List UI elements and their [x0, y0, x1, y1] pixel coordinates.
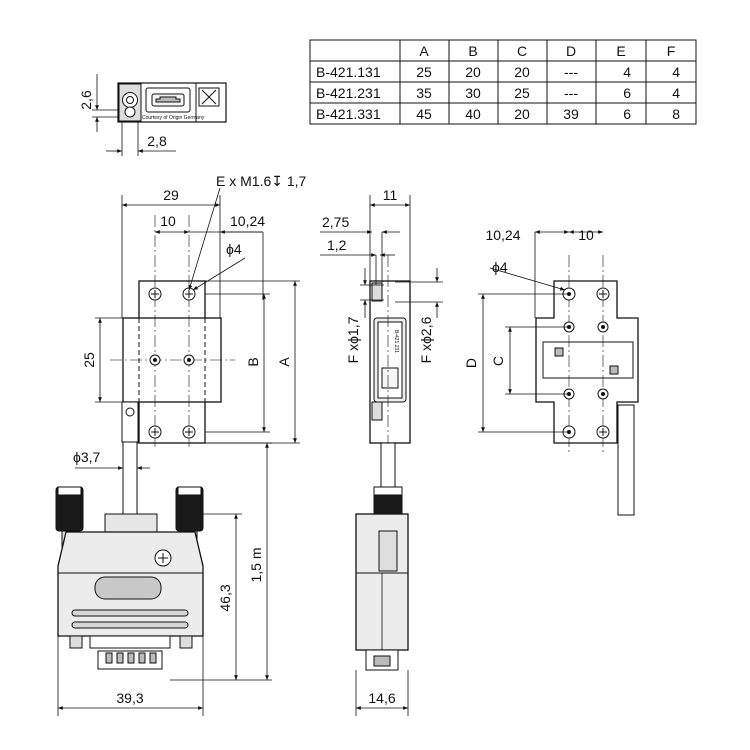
side-plug-width: 14,6 [368, 690, 395, 706]
front-plug-height: 46,3 [217, 584, 233, 611]
top-view [117, 82, 227, 123]
front-dim-b: B [245, 357, 261, 366]
top-view-dimensions [92, 74, 176, 156]
back-dim-c: C [490, 356, 506, 366]
front-dim-offset: 10,24 [230, 213, 265, 229]
table-cell: 30 [465, 85, 481, 101]
table-cell: 4 [672, 64, 680, 80]
table-header-f: F [667, 43, 676, 59]
table-cell: 4 [672, 85, 680, 101]
table-cell: 6 [623, 106, 631, 122]
front-dim-width: 29 [163, 187, 179, 203]
front-dim-a: A [276, 357, 292, 367]
front-view-cable [122, 441, 138, 517]
table-cell: 45 [416, 106, 432, 122]
side-view-cable [380, 442, 396, 489]
side-view-block [369, 255, 411, 470]
table-cell: B-421.331 [316, 106, 381, 122]
front-cable-dia: ϕ3,7 [73, 449, 101, 465]
table-header-e: E [616, 43, 625, 59]
table-cell: 35 [416, 85, 432, 101]
front-view-dimensions [57, 187, 300, 716]
side-dim-b: 1,2 [327, 237, 347, 253]
table-cell: 25 [416, 64, 432, 80]
back-view-dimensions [478, 230, 603, 433]
front-thread-label: E x M1.6↧ 1,7 [216, 173, 307, 189]
front-view-screws [125, 287, 196, 439]
back-dim-spacing: 10 [578, 227, 594, 243]
table-header-a: A [419, 43, 429, 59]
table-cell: B-421.231 [316, 85, 381, 101]
table-header-d: D [566, 43, 576, 59]
table-cell: 20 [514, 64, 530, 80]
table-cell: 40 [465, 106, 481, 122]
front-plug-width: 39,3 [116, 690, 143, 706]
side-hole-small: F xϕ1,7 [345, 316, 361, 363]
table-header-b: B [468, 43, 477, 59]
top-dim-height: 2,6 [78, 90, 94, 110]
front-view-plug [55, 486, 204, 670]
table-cell: 20 [465, 64, 481, 80]
back-view-block [535, 255, 639, 516]
top-dim-width: 2,8 [147, 133, 167, 149]
front-hole-dia: ϕ4 [226, 241, 242, 257]
side-hole-large: F xϕ2,6 [418, 316, 434, 363]
table-cell: 25 [514, 85, 530, 101]
table-cell: --- [564, 85, 578, 101]
table-cell: 8 [672, 106, 680, 122]
table-cell: 6 [623, 85, 631, 101]
back-dim-offset: 10,24 [485, 227, 520, 243]
back-hole-dia: ϕ4 [492, 259, 508, 275]
table-header-c: C [517, 43, 527, 59]
table-cell: 20 [514, 106, 530, 122]
side-view-plug [355, 486, 409, 671]
table-cell: --- [564, 64, 578, 80]
dimension-table: A B C D E F B-421.131 25 20 20 --- 4 4 B… [309, 39, 697, 125]
back-dim-d: D [463, 358, 479, 368]
side-dim-width: 11 [383, 187, 398, 203]
table-cell: B-421.131 [316, 64, 381, 80]
side-dim-a: 2,75 [322, 214, 349, 230]
front-dim-hole-spacing: 10 [160, 213, 176, 229]
side-label-text: B-421.231 [393, 330, 399, 353]
front-dim-left: 25 [81, 352, 97, 368]
front-view-block [110, 215, 235, 450]
credit-text: Courtesy of Origin Germany [142, 115, 205, 121]
front-cable-length: 1,5 m [248, 547, 264, 582]
table-cell: 39 [563, 106, 579, 122]
side-view-dimensions [320, 195, 443, 716]
table-cell: 4 [623, 64, 631, 80]
